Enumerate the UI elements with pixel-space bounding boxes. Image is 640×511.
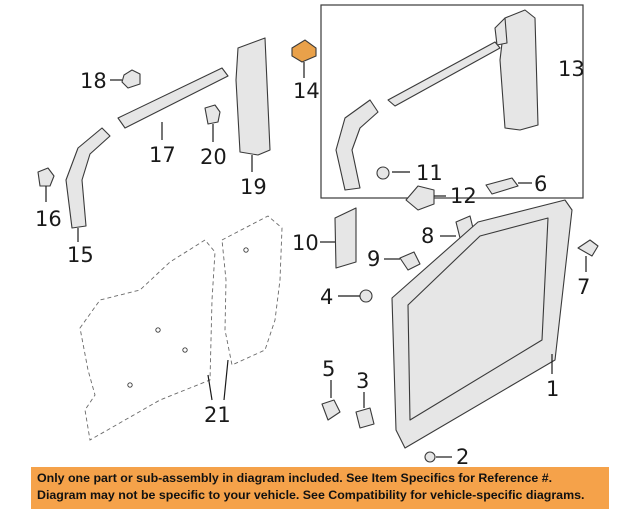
- callout-9: 9: [367, 247, 380, 271]
- callout-7: 7: [577, 275, 590, 299]
- part-3-clip: [355, 392, 375, 429]
- inset-frame: [320, 4, 584, 199]
- callout-13: 13: [558, 57, 585, 81]
- callout-12: 12: [450, 184, 477, 208]
- part-5-cap: [321, 380, 341, 421]
- part-14-clip: [291, 39, 317, 78]
- callout-2: 2: [456, 445, 469, 469]
- part-12-cover: [405, 185, 446, 211]
- part-13-pillar-trim: [335, 9, 539, 191]
- callout-14: 14: [293, 79, 320, 103]
- callout-10: 10: [292, 231, 319, 255]
- part-20-clip: [204, 104, 221, 142]
- callout-21: 21: [204, 403, 231, 427]
- part-6-handle: [485, 177, 532, 195]
- part-17-strip: [117, 67, 229, 140]
- callout-17: 17: [149, 143, 176, 167]
- callout-1: 1: [546, 377, 559, 401]
- callout-3: 3: [356, 369, 369, 393]
- part-9-clip: [384, 251, 421, 271]
- disclaimer-line-1: Only one part or sub-assembly in diagram…: [37, 471, 553, 485]
- callout-6: 6: [534, 172, 547, 196]
- callout-20: 20: [200, 145, 227, 169]
- part-16-clip: [37, 167, 55, 202]
- callout-19: 19: [240, 175, 267, 199]
- callout-4: 4: [320, 285, 333, 309]
- part-10-bracket: [320, 207, 357, 269]
- callout-8: 8: [421, 224, 434, 248]
- part-2-screw: [424, 451, 452, 463]
- disclaimer-banner: Only one part or sub-assembly in diagram…: [31, 467, 609, 509]
- callout-5: 5: [322, 357, 335, 381]
- disclaimer-line-2: Diagram may not be specific to your vehi…: [37, 488, 585, 502]
- part-15-arch-trim: [65, 127, 111, 242]
- part-7-bolt: [577, 239, 599, 272]
- callout-15: 15: [67, 243, 94, 267]
- part-1-door-panel: [391, 199, 573, 449]
- callout-18: 18: [80, 69, 107, 93]
- part-11-pin: [376, 166, 410, 180]
- part-18-clip: [110, 69, 141, 89]
- part-19-pillar: [235, 37, 271, 172]
- part-21-insulation: [79, 215, 283, 441]
- callout-16: 16: [35, 207, 62, 231]
- callout-11: 11: [416, 161, 443, 185]
- part-4-pin: [338, 289, 373, 303]
